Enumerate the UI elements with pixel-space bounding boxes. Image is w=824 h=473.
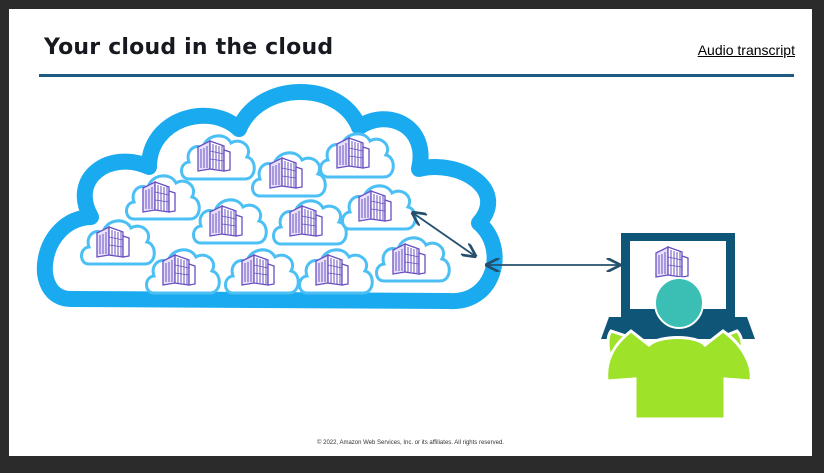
person-icon xyxy=(605,277,753,421)
arrow-cloud-to-datacenter xyxy=(413,213,475,256)
slide: Your cloud in the cloud Audio transcript xyxy=(9,9,812,456)
cloud-diagram xyxy=(36,84,755,421)
title-divider xyxy=(39,74,794,77)
viewer-bottom-bar xyxy=(0,456,824,473)
laptop-icon xyxy=(601,233,755,339)
copyright-footer: © 2022, Amazon Web Services, Inc. or its… xyxy=(317,440,504,446)
audio-transcript-link[interactable]: Audio transcript xyxy=(697,42,795,58)
slide-title: Your cloud in the cloud xyxy=(44,35,334,60)
